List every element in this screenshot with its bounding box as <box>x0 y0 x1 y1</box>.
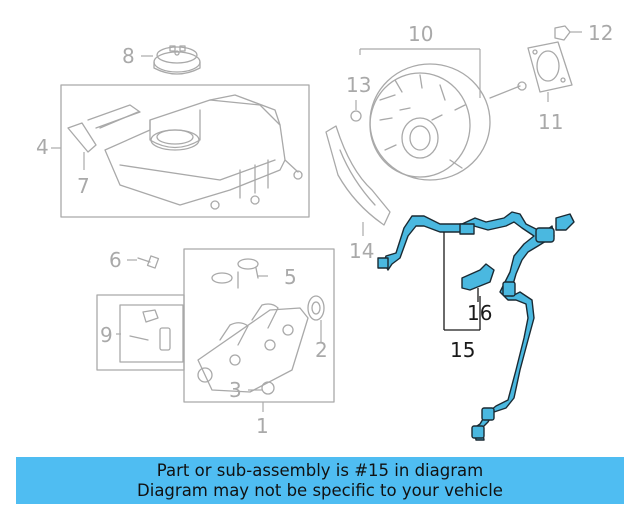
callout-13: 13 <box>346 73 371 97</box>
callout-6: 6 <box>109 248 122 272</box>
reservoir-group-box <box>60 84 310 218</box>
callout-5: 5 <box>284 265 297 289</box>
pushrod-part <box>489 81 527 99</box>
callout-12: 12 <box>588 21 613 45</box>
pressure-sensor-part <box>129 309 171 351</box>
callout-10: 10 <box>408 22 433 46</box>
plug-part <box>261 381 275 395</box>
callout-7: 7 <box>77 174 90 198</box>
master-cylinder-part <box>197 258 309 393</box>
callout-11: 11 <box>538 110 563 134</box>
reservoir-seal-part <box>67 104 141 153</box>
callout-15: 15 <box>450 338 475 362</box>
bolt-part <box>137 255 160 269</box>
heat-shield-part <box>325 125 391 226</box>
nut-part <box>554 25 571 41</box>
booster-nut-part <box>350 110 362 122</box>
callout-16: 16 <box>467 301 492 325</box>
callout-4: 4 <box>36 135 49 159</box>
seal-ring-part <box>307 295 325 321</box>
banner-line-2: Diagram may not be specific to your vehi… <box>137 480 503 500</box>
reservoir-part <box>104 94 303 210</box>
reservoir-cap-part <box>153 45 201 75</box>
sensor-subgroup-box <box>119 304 184 363</box>
callout-9: 9 <box>100 323 113 347</box>
booster-gasket-part <box>527 41 573 93</box>
brake-booster-part <box>369 63 491 181</box>
part-info-banner: Part or sub-assembly is #15 in diagram D… <box>16 457 624 504</box>
vacuum-hose-part-15 <box>377 211 575 441</box>
callout-14: 14 <box>349 239 374 263</box>
banner-line-1: Part or sub-assembly is #15 in diagram <box>156 460 484 480</box>
callout-3: 3 <box>229 378 242 402</box>
callout-8: 8 <box>122 44 135 68</box>
callout-1: 1 <box>256 414 269 438</box>
callout-2: 2 <box>315 338 328 362</box>
sensor-group-box <box>96 294 185 371</box>
